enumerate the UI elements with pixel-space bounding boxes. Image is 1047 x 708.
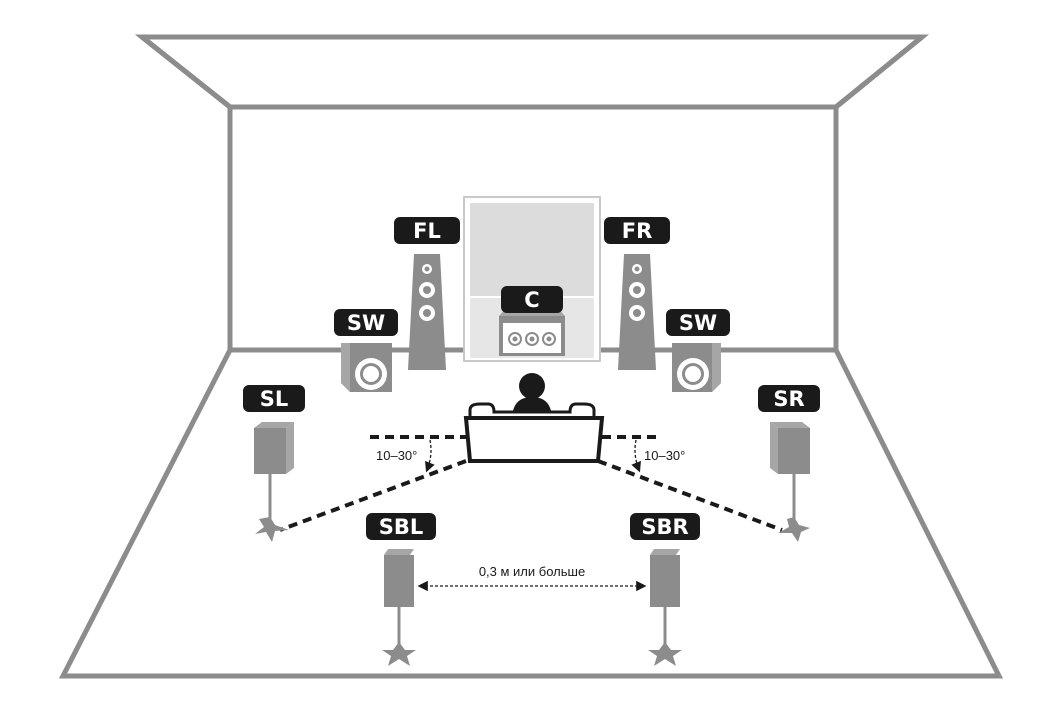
label-c: C (501, 286, 563, 313)
angle-lines (279, 435, 783, 532)
speaker-surround-back-left (382, 549, 416, 666)
speaker-front-left (408, 254, 446, 370)
label-sbl-text: SBL (379, 515, 424, 539)
label-sw-left-text: SW (347, 311, 385, 335)
label-sbr-text: SBR (641, 515, 688, 539)
label-sw-right: SW (666, 309, 730, 336)
label-fl-text: FL (413, 219, 441, 243)
label-fr: FR (604, 217, 670, 244)
label-sr: SR (758, 385, 820, 412)
label-sr-text: SR (773, 387, 804, 411)
speaker-surround-right (770, 422, 810, 542)
label-fl: FL (394, 217, 460, 244)
label-sw-right-text: SW (679, 311, 717, 335)
subwoofer-left (341, 343, 392, 392)
speaker-front-right (618, 254, 656, 370)
subwoofer-right (672, 343, 721, 392)
label-c-text: C (524, 288, 539, 312)
label-sl-text: SL (260, 387, 289, 411)
speaker-surround-left (254, 422, 294, 542)
distance-label: 0,3 м или больше (479, 564, 585, 579)
label-sl: SL (243, 385, 305, 412)
speaker-surround-back-right (648, 549, 682, 666)
label-sw-left: SW (334, 309, 398, 336)
sofa-icon (463, 402, 605, 463)
angle-left-label: 10–30° (376, 448, 417, 463)
angle-right-label: 10–30° (644, 448, 685, 463)
speaker-center (499, 308, 565, 356)
label-sbr: SBR (630, 513, 700, 540)
label-fr-text: FR (622, 219, 653, 243)
label-sbl: SBL (366, 513, 436, 540)
